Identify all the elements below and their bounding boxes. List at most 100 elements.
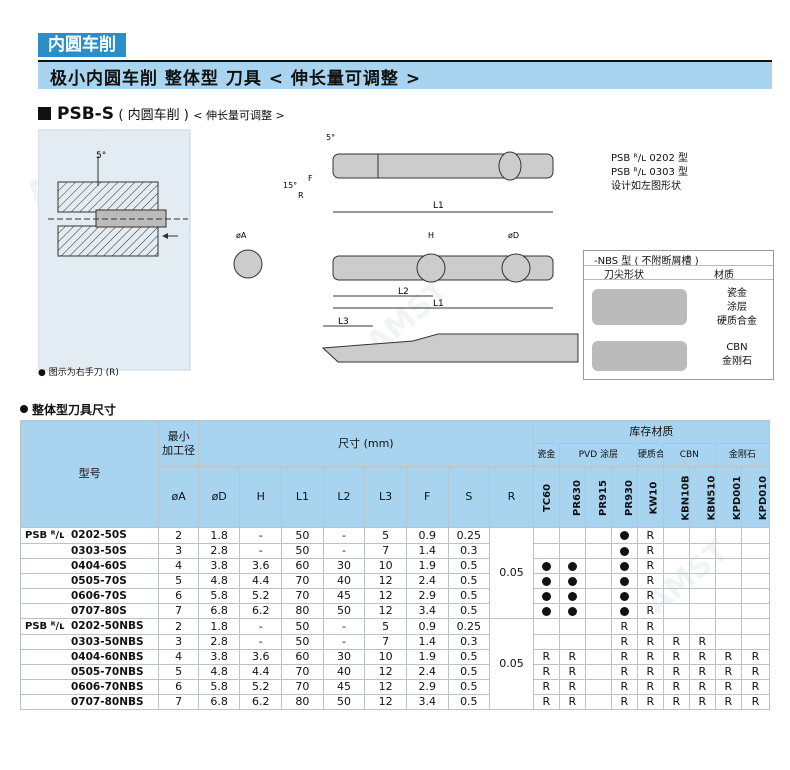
grade-kbn510: KBN510 [688,466,716,528]
stock-cell [662,588,690,604]
stock-cell [740,618,771,635]
stock-cell: R [688,664,716,680]
cell-h: - [239,543,283,559]
col-min: 最小加工径 [158,420,199,467]
type-note-line: PSB ᴿ/ʟ 0202 型 [611,153,689,164]
cell-d: 5.8 [197,679,241,695]
cell-f: 1.9 [405,649,449,665]
stock-cell [610,573,638,589]
stock-cell [584,558,612,574]
stock-dot-icon [541,591,551,601]
cell-h: - [239,634,283,650]
cell-f: 2.4 [405,573,449,589]
grade-pr630: PR630 [558,466,586,528]
stock-cell [662,558,690,574]
stock-cell [610,603,638,619]
model-cell: 0404-60NBS [19,649,160,665]
cell-s: 0.5 [447,603,491,619]
tool-drawing: 5° L1 F R 15° 5° L2 L1 H øA øD L3 [38,129,579,371]
stock-cell: R [740,649,771,665]
cell-min: 2 [158,618,199,635]
nbs-col1: 刀尖形状 [604,270,644,281]
cell-l1: 50 [281,618,324,635]
stock-cell [584,664,612,680]
stock-cell: R [714,664,742,680]
col-dims: 尺寸 (mm) [197,420,534,467]
cell-min: 7 [158,694,199,710]
col-a: øA [158,466,199,528]
stock-cell [740,588,771,604]
cell-l3: 12 [364,603,407,619]
cell-l3: 12 [364,679,407,695]
cell-f: 2.9 [405,588,449,604]
cell-l3: 5 [364,618,407,635]
stock-cell [714,543,742,559]
nbs-tool-icon [592,289,687,325]
stock-cell: R [636,558,664,574]
stock-cell [584,679,612,695]
stock-cell: R [636,527,664,544]
stock-cell [558,618,586,635]
stock-cell: R [610,649,638,665]
stock-dot-icon [567,576,577,586]
stock-cell [584,573,612,589]
col-h: H [239,466,283,528]
cell-h: 5.2 [239,588,283,604]
cell-l1: 50 [281,543,324,559]
col-f: F [405,466,449,528]
stock-cell: R [740,664,771,680]
cell-h: 3.6 [239,558,283,574]
cell-d: 3.8 [197,558,241,574]
stock-cell [532,603,560,619]
model-cell: 0303-50NBS [19,634,160,650]
grade-kw10: KW10 [636,466,664,528]
stock-cell [558,543,586,559]
stock-cell: R [688,649,716,665]
model-cell: 0505-70S [19,573,160,589]
cell-l1: 60 [281,558,324,574]
group-cermet: 瓷金 [532,443,560,467]
stock-cell: R [662,634,690,650]
group-carbide: 硬质合金 [636,443,664,467]
stock-cell [532,558,560,574]
stock-cell: R [636,694,664,710]
stock-cell [688,588,716,604]
model-cell: 0606-70S [19,588,160,604]
stock-cell [584,649,612,665]
stock-cell: R [532,664,560,680]
stock-cell [714,527,742,544]
dim-L1: L1 [433,201,444,211]
cell-l1: 70 [281,573,324,589]
col-model: 型号 [19,420,160,528]
cell-d: 1.8 [197,527,241,544]
col-s: S [447,466,491,528]
cell-h: 4.4 [239,573,283,589]
cell-s: 0.3 [447,634,491,650]
cell-f: 1.9 [405,558,449,574]
stock-cell [610,558,638,574]
cell-l3: 12 [364,694,407,710]
stock-cell [584,527,612,544]
cell-min: 6 [158,588,199,604]
col-l2: L2 [322,466,366,528]
cell-min: 4 [158,649,199,665]
stock-cell [662,573,690,589]
cell-l1: 50 [281,634,324,650]
square-bullet-icon [38,107,51,120]
stock-cell [714,588,742,604]
cell-d: 3.8 [197,649,241,665]
cell-d: 6.8 [197,603,241,619]
stock-cell: R [740,679,771,695]
dim-L3: L3 [338,317,349,327]
stock-cell [558,603,586,619]
stock-cell [584,694,612,710]
dim-D: øD [508,231,519,240]
stock-cell [740,558,771,574]
cell-f: 0.9 [405,527,449,544]
